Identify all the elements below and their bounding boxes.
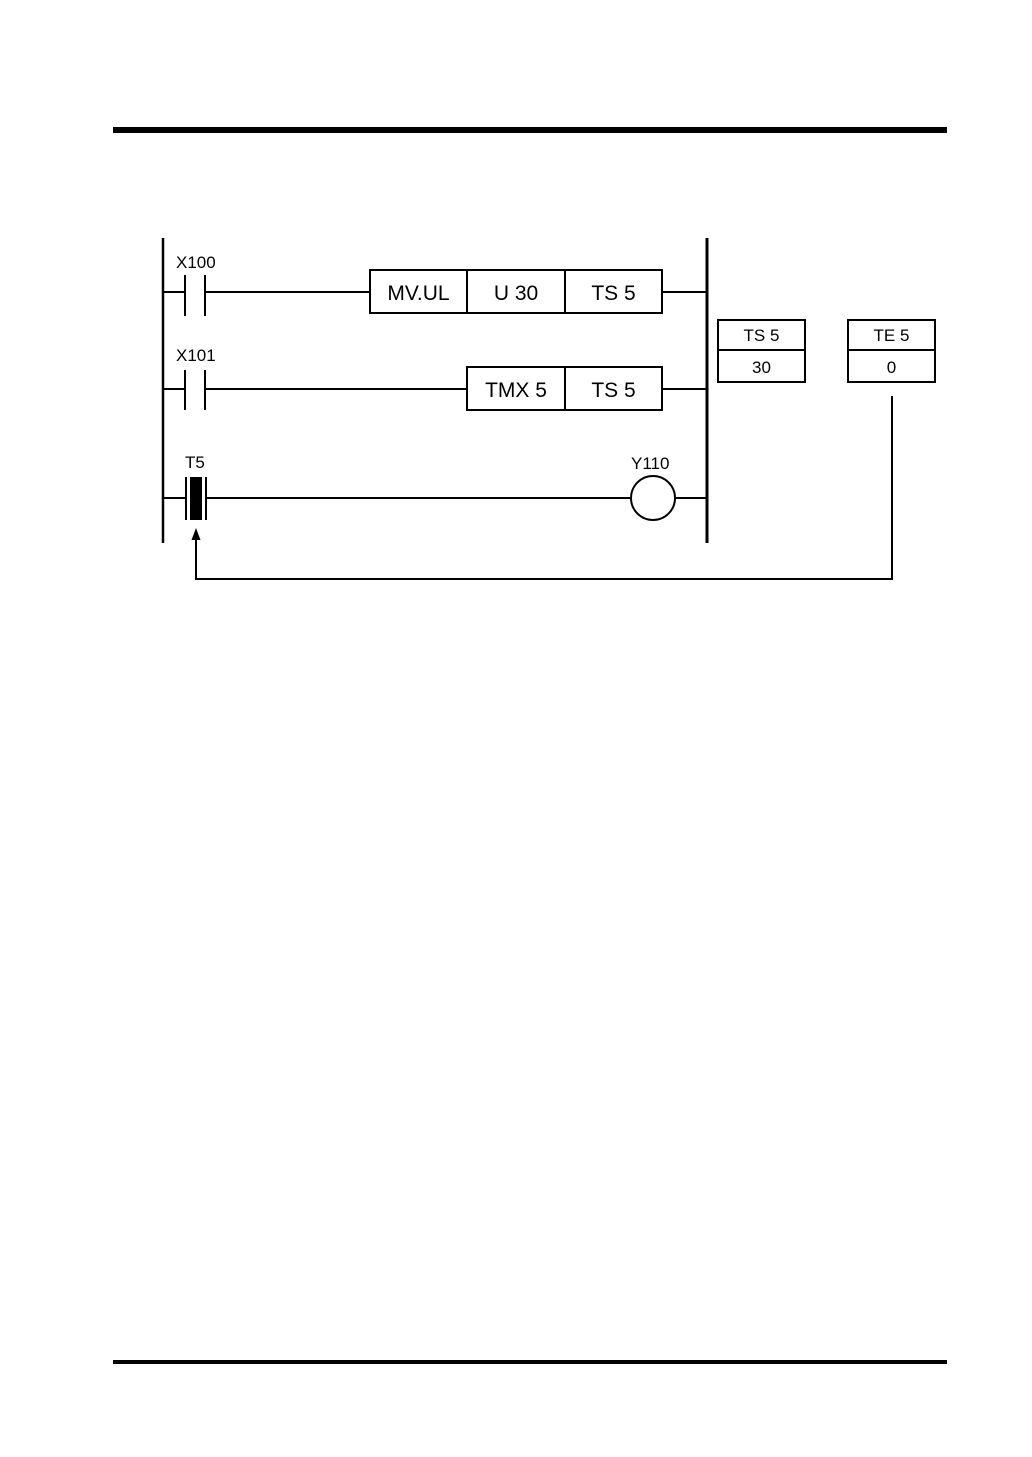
instruction-mv-ul: MV.UL U 30 TS 5 — [370, 270, 662, 313]
contact-x101 — [185, 370, 205, 410]
contact-x100-label: X100 — [176, 253, 216, 272]
rung-3: T5 Y110 — [163, 453, 707, 520]
rung-1: X100 MV.UL U 30 TS 5 — [163, 253, 707, 316]
arrow-head — [192, 528, 201, 540]
instruction-tmx-op: TMX 5 — [485, 379, 547, 402]
feedback-arrow — [192, 396, 893, 579]
contact-x101-label: X101 — [176, 346, 216, 365]
bottom-rule — [113, 1360, 947, 1364]
instruction-tmx: TMX 5 TS 5 — [467, 367, 662, 410]
instruction-mv-ul-src: U 30 — [494, 282, 538, 305]
register-ts5: TS 5 30 — [718, 320, 805, 382]
register-te5-value: 0 — [887, 358, 896, 377]
contact-t5-energized — [186, 477, 206, 520]
instruction-tmx-set: TS 5 — [591, 379, 635, 402]
register-te5: TE 5 0 — [848, 320, 935, 382]
contact-t5-label: T5 — [185, 453, 205, 472]
register-ts5-name: TS 5 — [744, 326, 780, 345]
instruction-mv-ul-op: MV.UL — [387, 282, 449, 305]
register-te5-name: TE 5 — [874, 326, 910, 345]
register-ts5-value: 30 — [752, 358, 771, 377]
coil-y110-label: Y110 — [631, 454, 669, 473]
contact-x100 — [185, 275, 205, 316]
coil-y110 — [631, 476, 675, 520]
instruction-mv-ul-dst: TS 5 — [591, 282, 635, 305]
rung-2: X101 TMX 5 TS 5 — [163, 346, 707, 410]
